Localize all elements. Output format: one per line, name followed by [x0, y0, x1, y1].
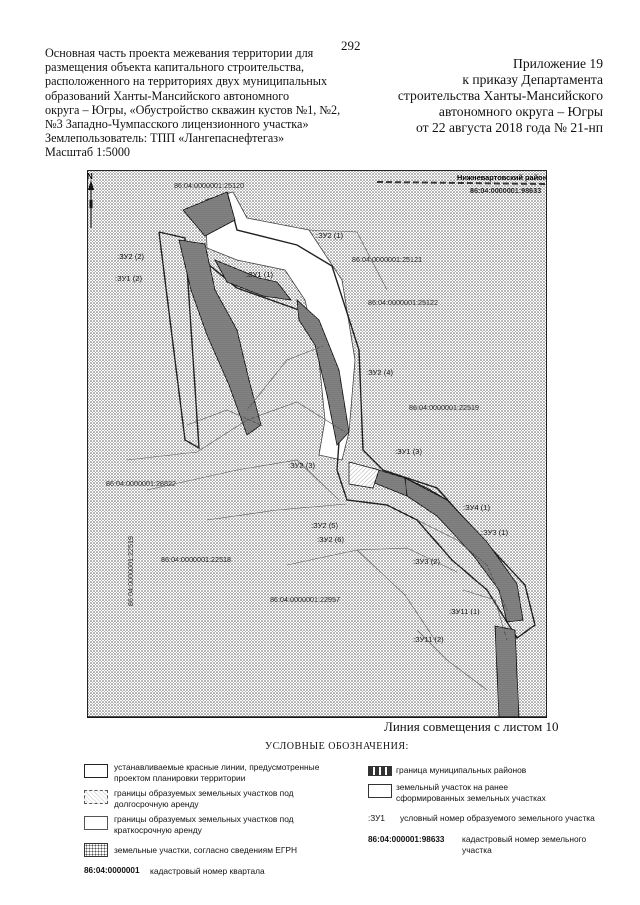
cadastral-label: 86:04:0000001:25120 [174, 181, 244, 190]
plot-label: :ЗУ11 (1) [449, 607, 480, 616]
legend-text: границы образуемых земельных участков по… [114, 788, 294, 809]
short-term-plot-legend-icon [84, 816, 108, 830]
formed-plot [182, 191, 236, 237]
map-frame [87, 170, 547, 718]
legend-text: земельный участок на ранее сформированны… [396, 782, 546, 803]
plot-label: :ЗУ2 (4) [366, 368, 394, 377]
cadastral-label: 86:04:0000001:28822 [106, 479, 176, 488]
quarter-number-legend-symbol: 86:04:0000001 [84, 866, 140, 875]
title-line: расположенного на территориях двух муниц… [45, 74, 328, 89]
municipal-boundary [376, 181, 547, 185]
formed-plot [214, 259, 292, 301]
plot-label: :ЗУ2 (1) [316, 231, 344, 240]
document-title: Основная часть проекта межевания террито… [45, 46, 365, 160]
annex-line: автономного округа – Югры [438, 104, 603, 119]
legend-text: земельные участки, согласно сведениям ЕГ… [114, 845, 298, 855]
existing-plot-legend-icon [368, 784, 392, 798]
survey-lines [126, 229, 508, 691]
cadastral-map: N Нижневартовский район 86:04:0000001:25… [87, 170, 547, 718]
title-line: Основная часть проекта межевания террито… [45, 46, 314, 60]
legend-text: кадастровый номер земельного участка [462, 834, 587, 855]
north-arrow-label: N [87, 172, 93, 181]
plot-label: :ЗУ2 (5) [311, 521, 339, 530]
legend-text: устанавливаемые красные линии, предусмот… [114, 762, 320, 783]
red-line-legend-icon [84, 764, 108, 778]
cadastral-label: 86:04:0000001:22519 [409, 403, 479, 412]
plot-label: :ЗУ2 (3) [288, 461, 316, 470]
formed-plot [404, 477, 524, 623]
title-line: размещения объекта капитального строител… [45, 60, 305, 75]
existing-plot-area [204, 191, 356, 461]
cadastral-number-legend-symbol: 86:04:000001:98633 [368, 835, 445, 844]
title-line: округа – Югры, «Обустройство скважин кус… [45, 102, 341, 117]
plot-label: :ЗУ1 (2) [115, 274, 143, 283]
title-line: образований Ханты-Мансийского автономног… [45, 88, 290, 103]
north-arrow-icon: N [87, 172, 94, 228]
annex-block: Приложение 19 к приказу Департамента стр… [323, 56, 603, 136]
cadastral-label: 86:04:0000001:25122 [368, 298, 438, 307]
plot-label: :ЗУ4 (1) [463, 503, 491, 512]
egrn-plot-legend-icon [84, 843, 108, 857]
land-user-line: Землепользователь: ТПП «Лангепаснефтегаз… [45, 131, 285, 146]
municipal-boundary-legend-icon [368, 766, 392, 776]
combine-line-label: Линия совмещения с листом 10 [384, 719, 559, 734]
plot-label: :ЗУ2 (6) [317, 535, 345, 544]
formed-plot [348, 461, 380, 489]
page-number: 292 [341, 38, 361, 53]
long-term-plot-legend-icon [84, 790, 108, 804]
plot-label: :ЗУ3 (2) [413, 557, 441, 566]
formed-plot [494, 625, 520, 718]
cadastral-label: 86:04:0000001:25121 [352, 255, 422, 264]
legend-text: граница муниципальных районов [396, 765, 527, 775]
cadastral-label: 86:04:0000001:22518 [161, 555, 231, 564]
plot-label: :ЗУ11 (2) [413, 635, 444, 644]
title-line: №3 Западно-Чумпасского лицензионного уча… [45, 117, 309, 132]
legend-text: кадастровый номер квартала [150, 866, 265, 876]
annex-line: Приложение 19 [513, 56, 603, 71]
red-line [158, 231, 200, 450]
legend-title: УСЛОВНЫЕ ОБОЗНАЧЕНИЯ: [265, 741, 409, 752]
plot-label: :ЗУ2 (2) [117, 252, 145, 261]
plot-number-legend-symbol: :ЗУ1 [368, 814, 385, 823]
plot-label: :ЗУ3 (1) [481, 528, 509, 537]
cadastral-label: 86:04:0000001:98633 [470, 186, 541, 195]
formed-plot [296, 299, 350, 446]
legend-text: условный номер образуемого земельного уч… [400, 813, 595, 823]
plot-label: :ЗУ1 (3) [395, 447, 423, 456]
cadastral-label: 86:04:0000001:22519 [126, 536, 135, 606]
annex-line: от 22 августа 2018 года № 21-нп [416, 120, 603, 135]
annex-line: строительства Ханты-Мансийского [397, 88, 603, 103]
district-label: Нижневартовский район [457, 173, 547, 182]
annex-line: к приказу Департамента [462, 72, 603, 87]
scale-line: Масштаб 1:5000 [45, 145, 131, 160]
legend-text: границы образуемых земельных участков по… [114, 814, 294, 835]
cadastral-label: 86:04:0000001:22957 [270, 595, 340, 604]
plot-label: :ЗУ1 (1) [246, 270, 274, 279]
